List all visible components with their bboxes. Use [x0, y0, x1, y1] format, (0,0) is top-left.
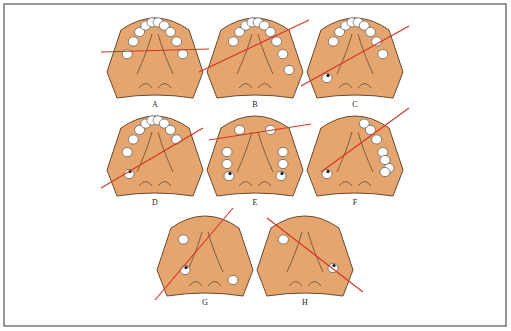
maxillary-arch [301, 18, 409, 98]
rest-seat [326, 170, 329, 173]
fulcrum-line [155, 208, 233, 300]
tooth [284, 65, 294, 74]
palate-marks [287, 232, 323, 286]
figure-letter: D [145, 198, 165, 207]
frame-border [4, 4, 506, 326]
maxillary-arch [101, 116, 203, 196]
tooth [172, 135, 182, 144]
tooth [128, 135, 138, 144]
fulcrum-line [101, 49, 209, 52]
figure-letter: B [245, 100, 265, 109]
tooth [180, 265, 190, 274]
maxillary-arch [207, 116, 311, 196]
tooth [380, 155, 390, 164]
arch-outline [307, 18, 403, 98]
tooth [228, 275, 238, 284]
palate-marks [337, 34, 373, 88]
arch-outline [257, 216, 353, 296]
tooth [272, 37, 282, 46]
tooth [372, 135, 382, 144]
tooth [278, 235, 288, 244]
tooth [222, 159, 232, 168]
fulcrum-line [199, 20, 309, 72]
maxillary-arch [101, 18, 209, 98]
tooth [265, 27, 275, 36]
tooth [172, 37, 182, 46]
tooth [278, 159, 288, 168]
tooth [328, 37, 338, 46]
tooth [224, 171, 234, 180]
fulcrum-line [301, 26, 409, 86]
tooth [178, 50, 188, 59]
palate-marks [187, 232, 223, 286]
figure-letter: C [345, 100, 365, 109]
tooth [235, 125, 245, 134]
arch-outline [107, 18, 203, 98]
arch-group [101, 18, 409, 300]
maxillary-arch [307, 108, 409, 196]
tooth [380, 167, 390, 176]
arch-outline [157, 216, 253, 296]
palate-marks [337, 132, 373, 186]
rest-seat [184, 266, 187, 269]
fulcrum-line [267, 218, 363, 292]
tooth [128, 37, 138, 46]
rest-seat [228, 172, 231, 175]
tooth [178, 235, 188, 244]
tooth [278, 50, 288, 59]
palate-marks [137, 132, 173, 186]
palate-marks [237, 34, 273, 88]
tooth [276, 171, 286, 180]
arch-outline [307, 116, 403, 196]
fulcrum-line [209, 124, 311, 140]
tooth [165, 125, 175, 134]
maxillary-arch [257, 216, 363, 296]
figure-letter: H [295, 298, 315, 307]
figure-letter: A [145, 100, 165, 109]
palate-marks [137, 34, 173, 88]
fulcrum-line [101, 128, 203, 188]
tooth [165, 27, 175, 36]
tooth [222, 147, 232, 156]
tooth [228, 37, 238, 46]
palate-marks [237, 132, 273, 186]
figure-letter: F [345, 198, 365, 207]
fulcrum-line [321, 108, 409, 172]
tooth [378, 50, 388, 59]
maxillary-arch [155, 208, 253, 300]
figure-letter: G [195, 298, 215, 307]
tooth [365, 27, 375, 36]
tooth [278, 147, 288, 156]
rest-seat [332, 264, 335, 267]
maxillary-arch [199, 18, 309, 98]
rest-seat [326, 74, 329, 77]
figure-letter: E [245, 198, 265, 207]
rest-seat [280, 172, 283, 175]
tooth [322, 73, 332, 82]
tooth [122, 148, 132, 157]
